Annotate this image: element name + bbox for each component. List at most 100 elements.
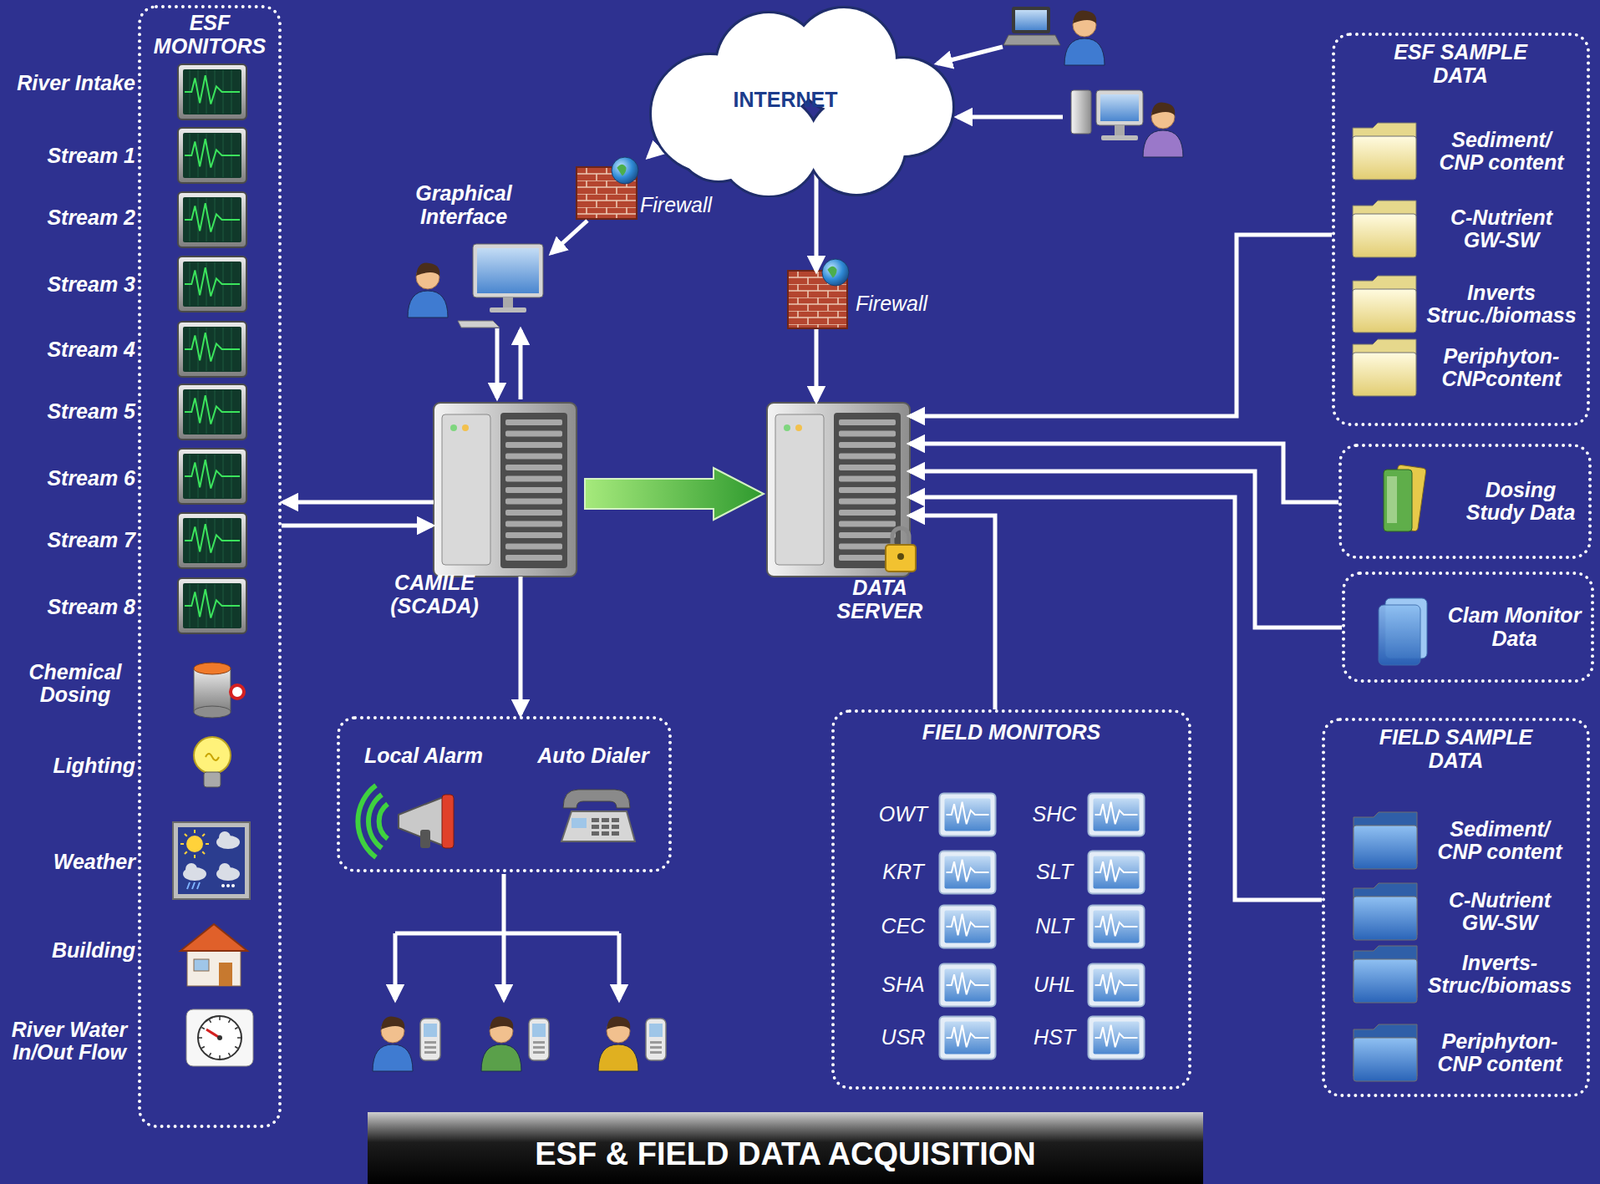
computer-icon bbox=[1096, 90, 1143, 141]
icon-part bbox=[1088, 964, 1145, 1007]
icon-part bbox=[505, 498, 563, 505]
data-box: Clam Monitor Data bbox=[1341, 571, 1595, 683]
monitor-label: Stream 1 bbox=[3, 144, 136, 168]
icon-part bbox=[1064, 38, 1105, 66]
icon-part bbox=[1003, 35, 1061, 46]
station-code: OWT bbox=[873, 802, 933, 827]
icon-part bbox=[505, 532, 563, 539]
monitor-label: Building bbox=[3, 939, 136, 963]
monitor-label: Stream 6 bbox=[3, 467, 136, 491]
icon-part bbox=[205, 843, 209, 845]
monitor-label: Lighting bbox=[3, 754, 136, 778]
icon-part bbox=[944, 856, 991, 889]
icon-part bbox=[192, 882, 195, 889]
icon-part bbox=[489, 307, 527, 313]
icon-part bbox=[571, 817, 587, 828]
icon-part bbox=[946, 859, 990, 883]
icon-part bbox=[1093, 1021, 1140, 1055]
person-icon bbox=[1142, 102, 1184, 158]
icon-part bbox=[892, 528, 910, 547]
icon-part bbox=[939, 964, 996, 1007]
icon-part bbox=[407, 290, 448, 318]
icon-part bbox=[1142, 130, 1184, 158]
tank-icon bbox=[193, 662, 244, 718]
icon-part bbox=[187, 882, 190, 889]
icon-part bbox=[462, 424, 469, 432]
scada-server: CAMILE (SCADA) bbox=[380, 399, 581, 621]
icon-part bbox=[1352, 213, 1417, 258]
icon-part bbox=[505, 521, 563, 528]
icon-part bbox=[184, 589, 240, 618]
folder-icon bbox=[1353, 812, 1418, 869]
icon-part bbox=[1095, 802, 1138, 825]
icon-part bbox=[939, 851, 996, 894]
data-item: Periphyton- CNPcontent bbox=[1336, 335, 1584, 400]
house-icon bbox=[180, 924, 248, 986]
monitor-label: Stream 2 bbox=[3, 206, 136, 230]
node-label: C-Nutrient GW-SW bbox=[1441, 888, 1559, 935]
laptop-icon bbox=[1003, 6, 1061, 46]
node-label: INTERNET bbox=[710, 88, 861, 112]
data-server: DATA SERVER bbox=[765, 399, 933, 634]
icon-part bbox=[783, 424, 791, 432]
icon-part bbox=[838, 419, 896, 426]
node-label: C-Nutrient GW-SW bbox=[1442, 206, 1560, 253]
icon-part bbox=[193, 668, 231, 712]
alarm-wire bbox=[393, 933, 398, 1000]
icon-part bbox=[601, 831, 610, 836]
monitor-icon bbox=[177, 578, 247, 634]
icon-part bbox=[775, 414, 824, 565]
group-box: ESF SAMPLE DATASediment/ CNP contentC-Nu… bbox=[1331, 32, 1590, 427]
icon-part bbox=[944, 798, 991, 832]
icon-part bbox=[201, 1046, 204, 1049]
icon-part bbox=[528, 1018, 549, 1061]
icon-part bbox=[601, 824, 610, 829]
icon-part bbox=[838, 498, 896, 505]
connector bbox=[518, 576, 524, 715]
station-code: USR bbox=[873, 1026, 933, 1050]
icon-part bbox=[489, 1016, 514, 1030]
transfer-arrow bbox=[584, 467, 764, 520]
icon-part bbox=[234, 1046, 238, 1049]
icon-part bbox=[505, 464, 563, 471]
alarm-group: Local AlarmAuto Dialer bbox=[336, 716, 672, 873]
icon-part bbox=[563, 789, 630, 808]
icon-part bbox=[234, 1027, 238, 1030]
icon-part bbox=[177, 321, 247, 377]
icon-part bbox=[184, 332, 240, 361]
monitor-icon bbox=[1088, 905, 1145, 949]
icon-part bbox=[416, 263, 440, 276]
station-code: SLT bbox=[1025, 860, 1084, 884]
node-label: Sediment/ CNP content bbox=[1432, 817, 1567, 864]
node-label: DATA SERVER bbox=[833, 576, 926, 623]
icon-part bbox=[939, 793, 996, 837]
icon-part bbox=[198, 1015, 242, 1060]
station-code: CEC bbox=[873, 914, 933, 939]
monitor-label: Stream 7 bbox=[3, 528, 136, 553]
icon-part bbox=[433, 402, 577, 577]
icon-part bbox=[1096, 90, 1143, 126]
icon-part bbox=[177, 448, 247, 504]
icon-part bbox=[505, 487, 563, 493]
connector bbox=[283, 500, 434, 505]
icon-part bbox=[184, 138, 240, 168]
icon-part bbox=[177, 578, 247, 634]
alarm-wire bbox=[502, 933, 507, 1000]
server-icon bbox=[433, 402, 577, 577]
icon-part bbox=[591, 824, 600, 829]
icon-part bbox=[424, 1051, 437, 1054]
cloud-fill bbox=[807, 96, 905, 194]
folder-icon bbox=[1352, 200, 1417, 258]
icon-part bbox=[193, 959, 209, 971]
icon-part bbox=[505, 476, 563, 483]
cellphone-icon bbox=[645, 1018, 666, 1061]
icon-part bbox=[616, 164, 626, 177]
monitor-icon bbox=[177, 192, 247, 248]
icon-part bbox=[1383, 469, 1413, 532]
cellphone-icon bbox=[528, 1018, 549, 1061]
keyboard-icon bbox=[457, 320, 500, 328]
computer-icon bbox=[472, 243, 544, 313]
node-label: Inverts Struc./biomass bbox=[1422, 281, 1581, 328]
folder-icon bbox=[1353, 1024, 1418, 1082]
icon-part bbox=[424, 1041, 437, 1044]
